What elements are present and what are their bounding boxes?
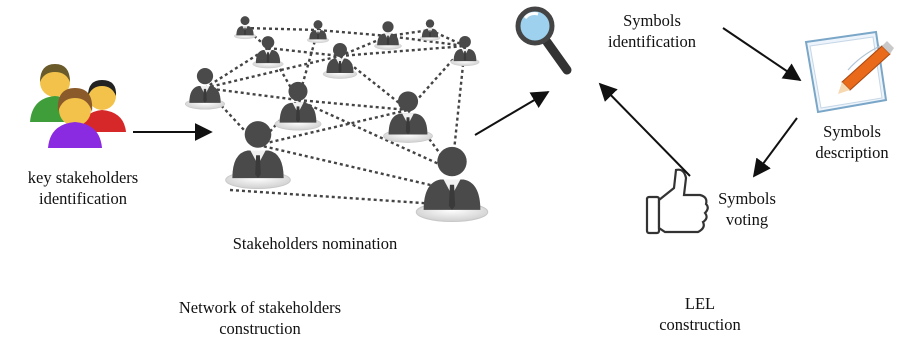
people-group-icon [30, 64, 126, 148]
person-avatar-icon [450, 35, 480, 66]
symbols-voting-line2: voting [725, 210, 769, 229]
stakeholders-nomination-label: Stakeholders nomination [190, 233, 440, 254]
arrow-voting-to-identification [598, 82, 691, 177]
symbols-voting-label: Symbols voting [697, 188, 797, 230]
symbols-description-line1: Symbols [823, 122, 881, 141]
arrow-description-to-voting [752, 117, 798, 178]
person-avatar-icon [252, 35, 284, 69]
key-stakeholders-line1: key stakeholders [27, 168, 139, 187]
lel-construction-label: LEL construction [630, 293, 770, 335]
lel-construction-line2: construction [659, 315, 741, 334]
symbols-identification-label: Symbols identification [587, 10, 717, 52]
arrow-identification-to-description [722, 27, 802, 82]
magnifier-icon [515, 6, 572, 75]
thumbs-up-icon [645, 168, 709, 235]
symbols-identification-line1: Symbols [623, 11, 681, 30]
person-avatar-icon [274, 81, 322, 131]
person-avatar-icon [225, 120, 291, 190]
lel-construction-line1: LEL [684, 294, 716, 313]
network-construction-line2: construction [219, 319, 301, 338]
stakeholders-nomination-text: Stakeholders nomination [232, 234, 398, 253]
document-pencil-icon [804, 30, 894, 114]
arrow-network-to-lel [474, 91, 550, 136]
key-stakeholders-line2: identification [39, 189, 127, 208]
network-construction-line1: Network of stakeholders [178, 298, 342, 317]
person-avatar-icon [419, 19, 441, 41]
symbols-description-line2: description [815, 143, 889, 162]
person-avatar-icon [322, 42, 358, 79]
symbols-identification-line2: identification [608, 32, 696, 51]
symbols-description-label: Symbols description [797, 121, 907, 163]
flow-arrows [133, 27, 802, 178]
symbols-voting-line1: Symbols [718, 189, 776, 208]
person-avatar-icon [415, 146, 489, 222]
person-avatar-icon [383, 91, 433, 143]
key-stakeholders-label: key stakeholders identification [2, 167, 164, 209]
network-construction-label: Network of stakeholders construction [135, 297, 385, 339]
